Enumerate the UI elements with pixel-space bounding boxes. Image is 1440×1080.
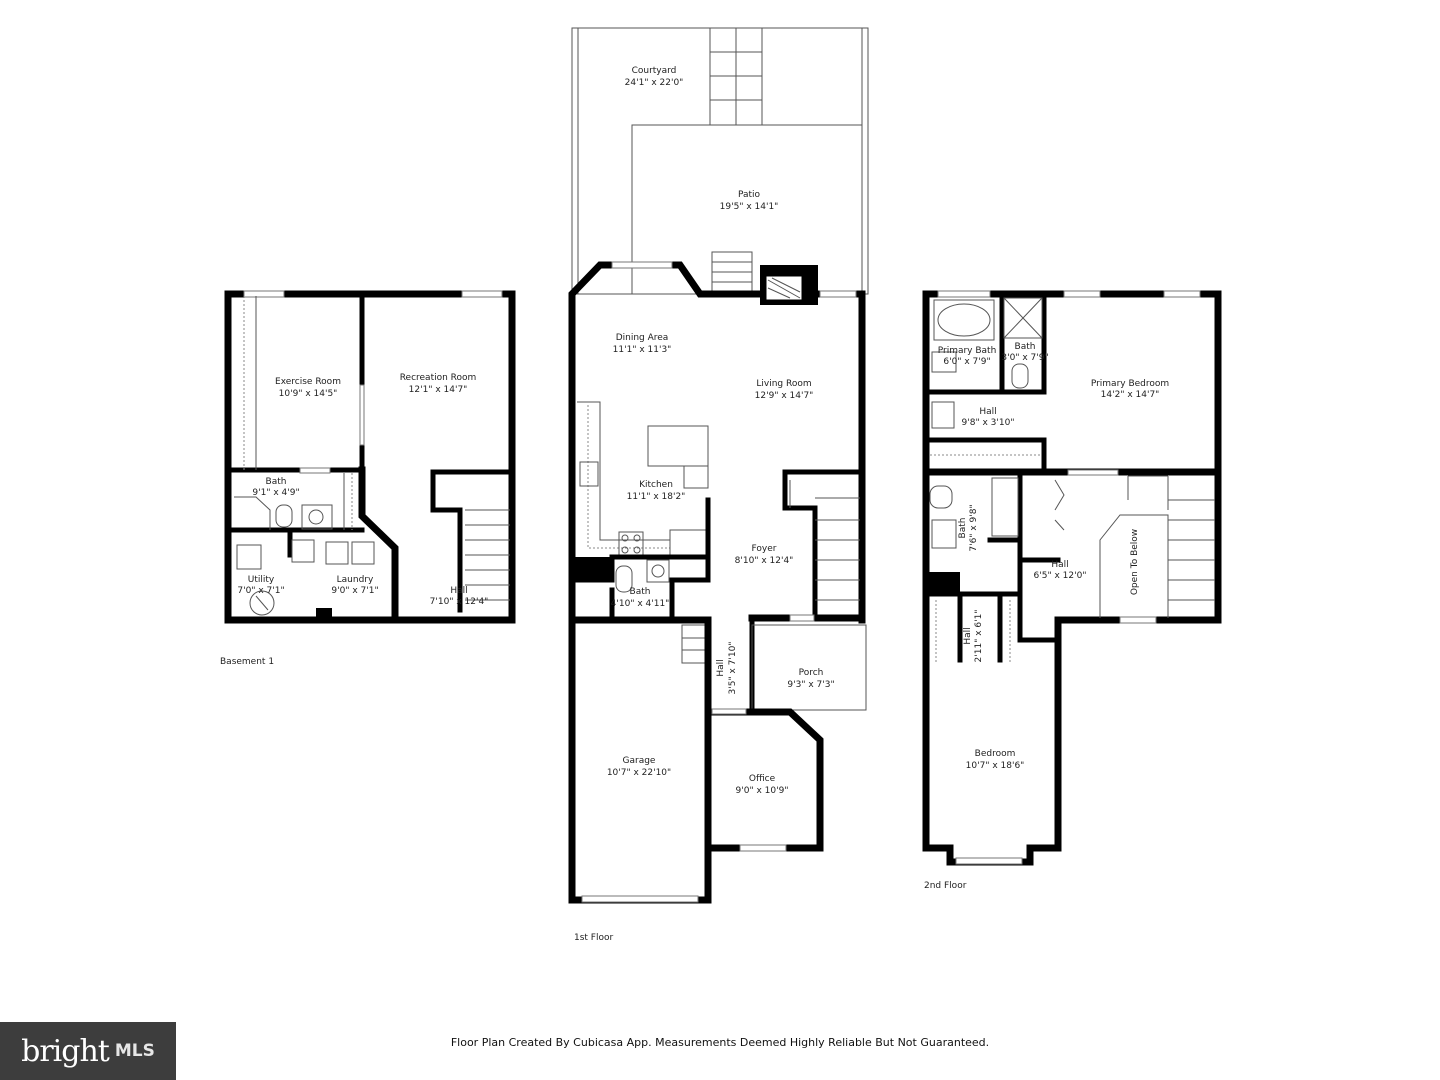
room-name: Porch	[799, 668, 824, 678]
room-name: Primary Bedroom	[1091, 379, 1169, 389]
room-name: Bath	[630, 587, 651, 597]
room-name: Hall	[963, 627, 973, 644]
first-floor-plan	[568, 27, 869, 904]
room-name: Bath	[266, 477, 287, 487]
room-dims: 3'5" x 7'10"	[728, 642, 738, 695]
room-name: Office	[749, 774, 776, 784]
room-dims: 6'0" x 7'9"	[943, 357, 990, 367]
room-name: Hall	[979, 407, 996, 417]
room-labels: Exercise Room 10'9" x 14'5" Recreation R…	[220, 66, 1169, 943]
basement-plan	[224, 290, 516, 624]
room-dims: 10'7" x 22'10"	[607, 768, 671, 778]
room-name: Utility	[248, 575, 275, 585]
room-dims: 11'1" x 11'3"	[613, 345, 672, 355]
floor-label: 1st Floor	[574, 933, 613, 943]
room-dims: 9'3" x 7'3"	[787, 680, 834, 690]
room-name: Bath	[958, 518, 968, 539]
room-name: Laundry	[337, 575, 374, 585]
room-dims: 12'9" x 14'7"	[755, 391, 814, 401]
room-name: Garage	[623, 756, 656, 766]
room-name: Foyer	[752, 544, 777, 554]
room-dims: 10'9" x 14'5"	[279, 389, 338, 399]
room-name: Recreation Room	[400, 373, 477, 383]
logo-suffix: MLS	[114, 1041, 155, 1061]
disclaimer-footer: Floor Plan Created By Cubicasa App. Meas…	[450, 1036, 990, 1049]
room-dims: 2'11" x 6'1"	[974, 610, 984, 663]
room-dims: 7'0" x 7'1"	[237, 586, 284, 596]
room-dims: 7'10" x 12'4"	[430, 597, 489, 607]
room-dims: 4'10" x 4'11"	[611, 599, 670, 609]
room-dims: 12'1" x 14'7"	[409, 385, 468, 395]
second-floor-plan	[922, 290, 1222, 866]
room-name: Exercise Room	[275, 377, 341, 387]
room-dims: 10'7" x 18'6"	[966, 761, 1025, 771]
room-dims: 24'1" x 22'0"	[625, 78, 684, 88]
room-name: Patio	[738, 190, 761, 200]
room-dims: 14'2" x 14'7"	[1101, 390, 1160, 400]
room-dims: 8'10" x 12'4"	[735, 556, 794, 566]
room-dims: 9'0" x 7'1"	[331, 586, 378, 596]
room-name: Hall	[450, 586, 467, 596]
room-name: Primary Bath	[938, 346, 997, 356]
room-name: Hall	[716, 659, 726, 676]
room-dims: 9'0" x 10'9"	[736, 786, 789, 796]
room-name: Courtyard	[632, 66, 677, 76]
floor-label: 2nd Floor	[924, 881, 967, 891]
room-name: Living Room	[756, 379, 811, 389]
room-name: Bath	[1015, 342, 1036, 352]
room-dims: 9'1" x 4'9"	[252, 488, 299, 498]
room-name: Bedroom	[975, 749, 1016, 759]
room-dims: 19'5" x 14'1"	[720, 202, 779, 212]
room-name: Kitchen	[639, 480, 673, 490]
open-to-below-label: Open To Below	[1130, 529, 1140, 595]
room-dims: 6'5" x 12'0"	[1034, 571, 1087, 581]
room-name: Hall	[1051, 560, 1068, 570]
room-dims: 3'0" x 7'9"	[1001, 353, 1048, 363]
room-name: Dining Area	[616, 333, 669, 343]
room-dims: 7'6" x 9'8"	[969, 504, 979, 551]
bright-mls-logo: bright MLS	[0, 1022, 176, 1080]
logo-brand: bright	[21, 1033, 110, 1069]
room-dims: 9'8" x 3'10"	[962, 418, 1015, 428]
floor-label: Basement 1	[220, 657, 274, 667]
room-dims: 11'1" x 18'2"	[627, 492, 686, 502]
